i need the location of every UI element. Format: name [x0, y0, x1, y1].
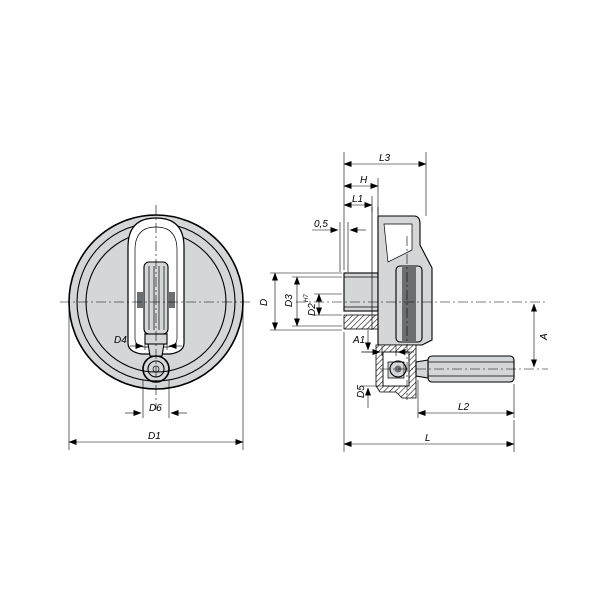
label-d2: D2: [307, 303, 318, 316]
label-a: A: [539, 333, 550, 341]
label-d3: D3: [284, 294, 295, 307]
front-view: D4 D6 D1: [60, 205, 252, 450]
label-l: L: [425, 433, 431, 444]
label-h: H: [360, 175, 368, 186]
label-d2-tolerance: H7: [304, 294, 310, 302]
label-d5: D5: [356, 385, 367, 398]
side-view: L3 H L1 0,5 D D3 D2 H7: [259, 152, 550, 452]
label-d: D: [259, 299, 270, 306]
grip-clip-right: [169, 292, 175, 308]
hub-boss: [343, 272, 379, 312]
label-l2: L2: [458, 402, 470, 413]
label-d6: D6: [149, 403, 162, 414]
grip-clip-left: [137, 292, 143, 308]
label-a1: A1: [352, 335, 365, 346]
label-d4: D4: [114, 335, 127, 346]
label-gap: 0,5: [314, 219, 328, 230]
label-l3: L3: [379, 153, 391, 164]
label-d1: D1: [148, 431, 161, 442]
label-l1: L1: [352, 194, 363, 205]
